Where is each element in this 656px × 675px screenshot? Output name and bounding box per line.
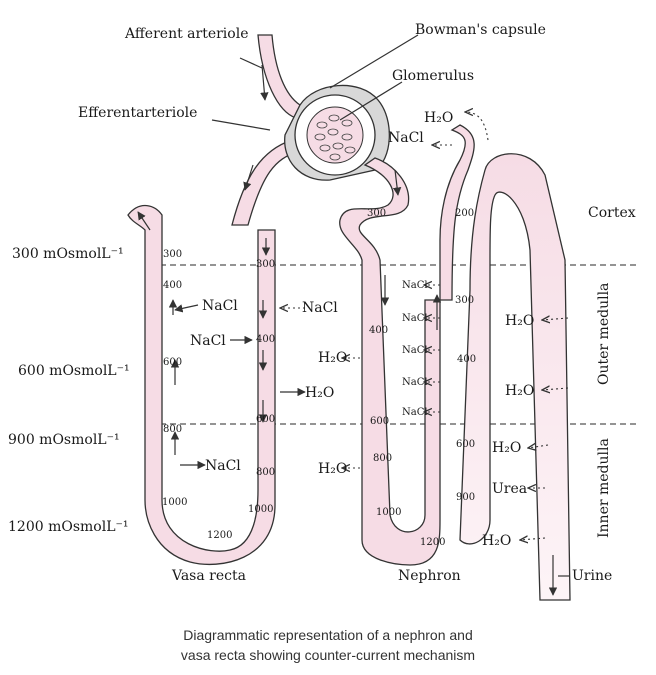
nep-200: 200 (455, 208, 474, 219)
label-nephron: Nephron (398, 568, 461, 584)
vr-nacl-3: NaCl (302, 300, 338, 316)
nep-nacl-5: NaCl (402, 407, 428, 418)
nep-1000: 1000 (376, 507, 401, 518)
collecting-duct (459, 153, 571, 601)
cd-urea: Urea (492, 481, 527, 497)
nep-h2o-1: H₂O (318, 350, 347, 366)
label-cortex: Cortex (588, 205, 636, 221)
vr-400-right: 400 (256, 334, 275, 345)
label-bowman: Bowman's capsule (415, 22, 546, 38)
label-h2o-top: H₂O (424, 110, 453, 126)
nep-900: 900 (456, 492, 475, 503)
osm-1200: 1200 mOsmolL⁻¹ (8, 519, 129, 535)
caption-line1: Diagrammatic representation of a nephron… (183, 627, 473, 643)
nep-nacl-3: NaCl (402, 345, 428, 356)
nep-1200: 1200 (420, 537, 445, 548)
vr-600-right: 600 (256, 414, 275, 425)
nep-h2o-2: H₂O (318, 461, 347, 477)
vr-300-left: 300 (163, 249, 182, 260)
label-vasa-recta: Vasa recta (171, 568, 246, 584)
cd-h2o-1: H₂O (505, 313, 534, 329)
nep-nacl-4: NaCl (402, 377, 428, 388)
vr-800-right: 800 (256, 467, 275, 478)
vr-800-left: 800 (163, 424, 182, 435)
label-efferent: Efferentarteriole (78, 105, 197, 121)
nep-800: 800 (373, 453, 392, 464)
osm-600: 600 mOsmolL⁻¹ (18, 363, 130, 379)
label-glomerulus: Glomerulus (392, 68, 474, 84)
vr-h2o-1: H₂O (305, 385, 334, 401)
osm-300: 300 mOsmolL⁻¹ (12, 246, 124, 262)
diffusion-arrows (280, 112, 569, 540)
label-nacl-top: NaCl (388, 130, 424, 146)
nep-nacl-2: NaCl (402, 313, 428, 324)
cd-h2o-3: H₂O (492, 440, 521, 456)
nep-600-asc: 600 (456, 439, 475, 450)
vr-1000-right: 1000 (248, 504, 273, 515)
nep-400-asc: 400 (457, 354, 476, 365)
glomerulus (284, 84, 390, 181)
osm-900: 900 mOsmolL⁻¹ (8, 432, 120, 448)
vr-nacl-4: NaCl (205, 458, 241, 474)
caption-line2: vasa recta showing counter-current mecha… (181, 647, 475, 663)
vr-600-left: 600 (163, 357, 182, 368)
label-inner-medulla: Inner medulla (596, 438, 612, 538)
nephron-tubule (339, 124, 475, 566)
nep-nacl-1: NaCl (402, 280, 428, 291)
vr-nacl-2: NaCl (190, 333, 226, 349)
vr-1200: 1200 (207, 530, 232, 541)
label-afferent: Afferent arteriole (124, 26, 248, 42)
nep-600-desc: 600 (370, 416, 389, 427)
leader-lines (211, 34, 419, 131)
cd-h2o-4: H₂O (482, 533, 511, 549)
vr-nacl-1: NaCl (202, 298, 238, 314)
vr-300-right: 300 (256, 259, 275, 270)
label-outer-medulla: Outer medulla (596, 283, 612, 385)
cd-h2o-2: H₂O (505, 383, 534, 399)
arterioles (231, 34, 301, 226)
nep-300: 300 (367, 208, 386, 219)
label-urine: Urine (572, 568, 612, 584)
vasa-recta (127, 204, 276, 566)
vr-400-left: 400 (163, 280, 182, 291)
nep-300-asc: 300 (455, 295, 474, 306)
nep-400-desc: 400 (369, 325, 388, 336)
vr-1000-left: 1000 (162, 497, 187, 508)
flow-arrows (137, 64, 558, 596)
